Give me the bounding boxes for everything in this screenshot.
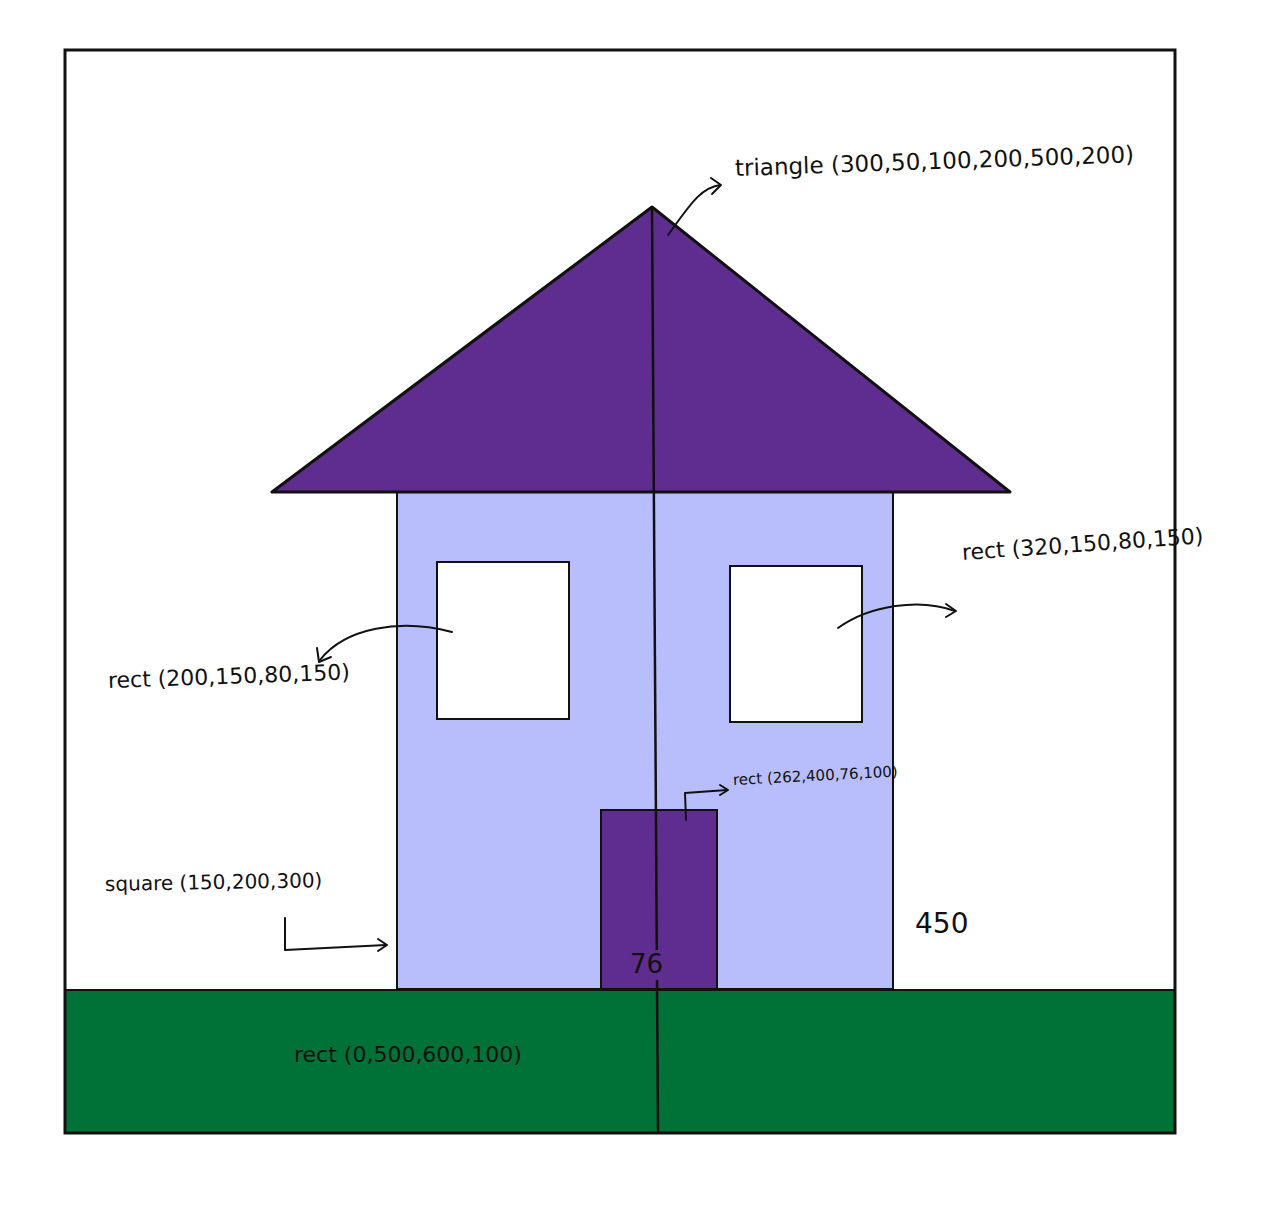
leader-line — [320, 626, 452, 660]
left-window — [437, 562, 569, 719]
shape-annotation: rect (262,400,76,100) — [733, 763, 899, 789]
house-body — [397, 492, 893, 989]
shape-annotation: 450 — [915, 908, 968, 940]
door — [601, 810, 717, 989]
shape-annotation: rect (200,150,80,150) — [108, 660, 351, 694]
node-text: rect (0,500,600,100) — [292, 1042, 524, 1067]
arrow-head — [720, 785, 728, 795]
arrow-head — [711, 178, 721, 194]
center-line — [652, 207, 658, 1133]
shape-annotation: square (150,200,300) — [105, 869, 323, 896]
arrow-head — [946, 604, 956, 617]
leader-line — [838, 605, 955, 628]
canvas-frame — [65, 50, 1175, 1133]
grass-band — [65, 990, 1175, 1133]
shape-annotation: rect (320,150,80,150) — [961, 523, 1204, 565]
roof-triangle — [272, 207, 1010, 492]
leader-line — [285, 918, 386, 950]
door-box: 76 — [601, 810, 717, 989]
grass-band-box: rect (0,500,600,100) — [65, 990, 1175, 1133]
right-window — [730, 566, 862, 722]
shape-annotation: triangle (300,50,100,200,500,200) — [735, 141, 1135, 181]
arrow-head — [378, 939, 387, 951]
node-text: 76 — [628, 950, 665, 980]
